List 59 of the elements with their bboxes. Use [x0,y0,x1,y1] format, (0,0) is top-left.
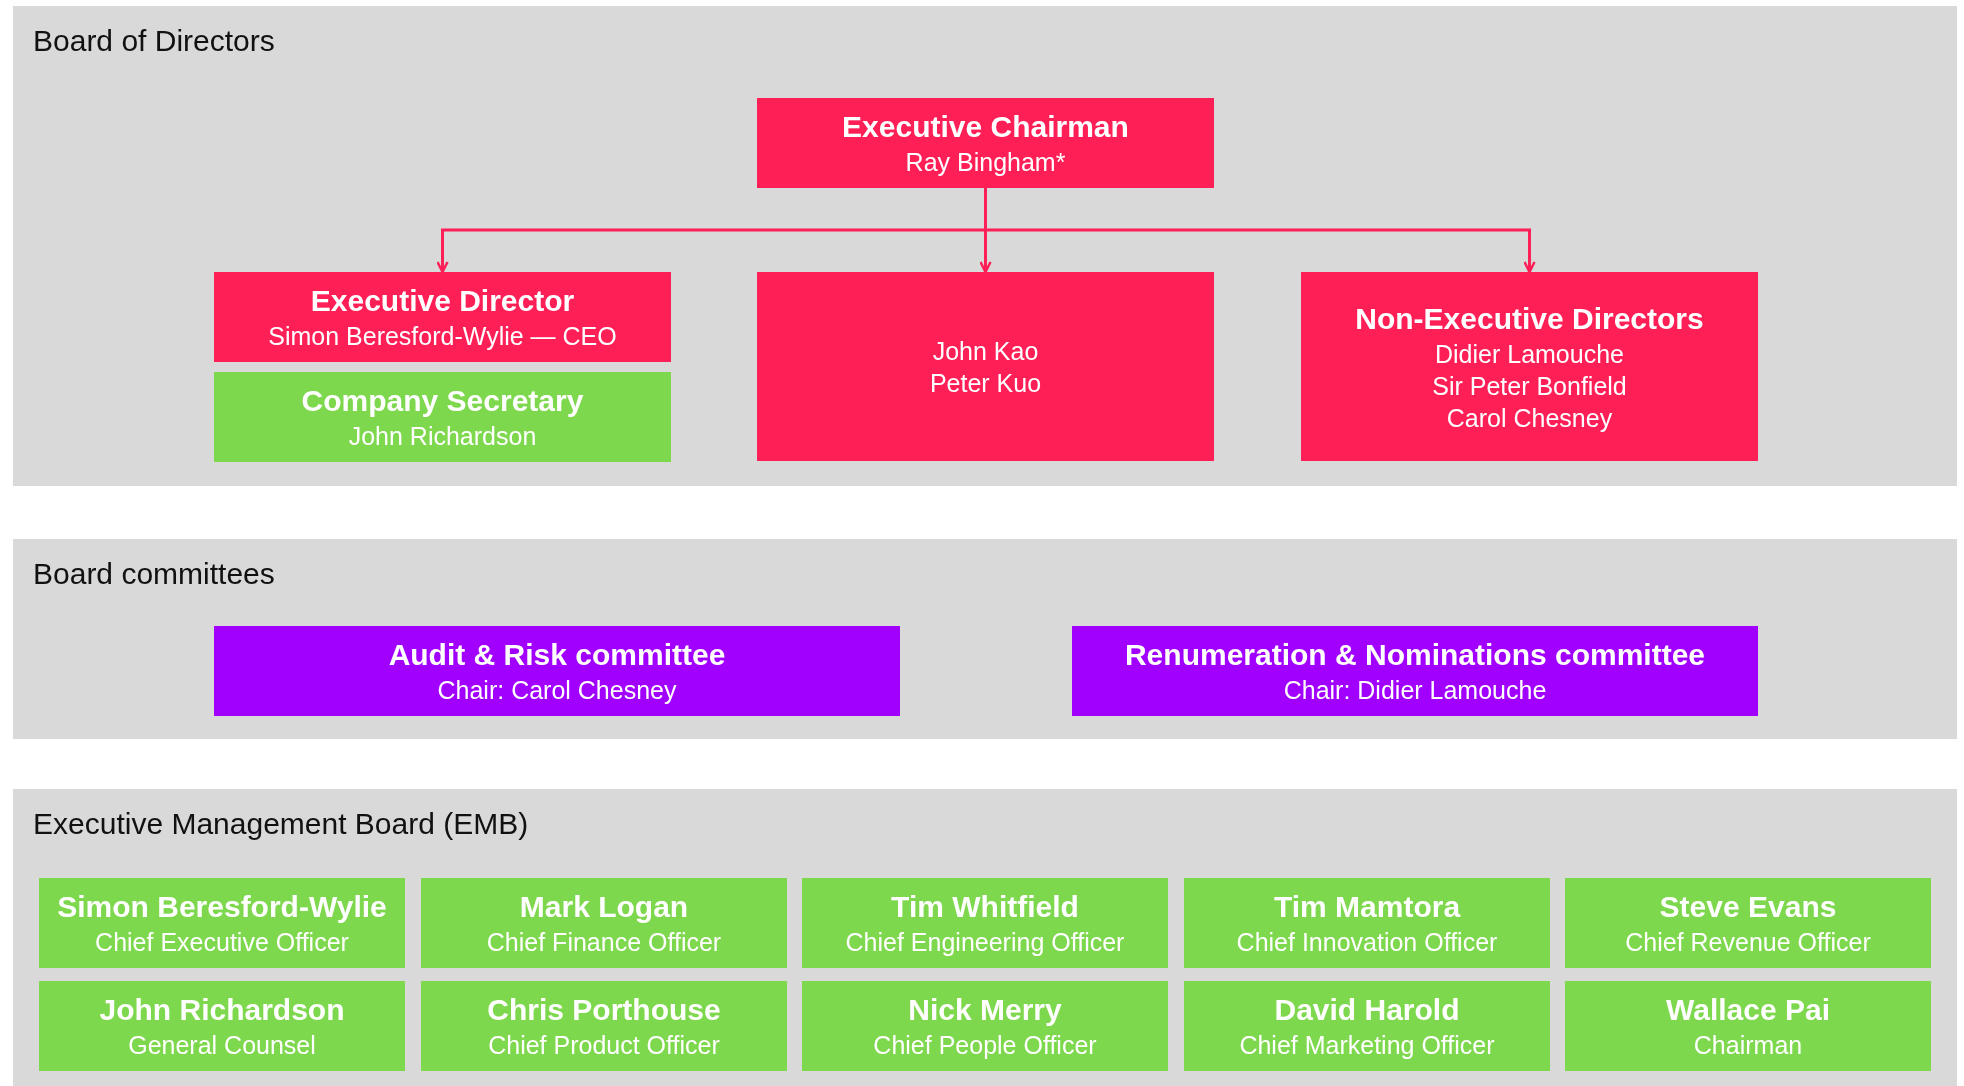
section-panel [13,6,1957,486]
role-title: Non-Executive Directors [1355,300,1704,337]
role-title: Steve Evans [1659,889,1837,925]
role-box [1184,981,1550,1071]
person-name: Chief Innovation Officer [1236,927,1498,958]
person-name: Chairman [1693,1030,1803,1061]
person-name: Chief Revenue Officer [1625,927,1871,958]
role-title: Wallace Pai [1666,992,1830,1028]
person-name: John Kao [932,335,1039,367]
person-name: Peter Kuo [929,367,1042,399]
section-title: Executive Management Board (EMB) [33,807,529,841]
role-box [1301,272,1758,461]
role-title: John Richardson [99,992,345,1028]
role-title: Executive Director [310,283,575,319]
person-name: Simon Beresford-Wylie — CEO [268,321,617,352]
person-name: Chair: Carol Chesney [437,675,677,706]
role-box [757,98,1214,188]
role-box [802,878,1168,968]
role-box [39,878,405,968]
role-title: Tim Whitfield [891,889,1079,925]
role-box [214,272,671,362]
person-name: Chief Executive Officer [95,927,349,958]
person-name: John Richardson [348,421,537,452]
role-box [757,272,1214,461]
role-title: Mark Logan [519,889,689,925]
role-title: David Harold [1274,992,1460,1028]
person-name: Ray Bingham* [905,147,1066,178]
role-title: Chris Porthouse [487,992,721,1028]
person-name: Didier Lamouche [1435,338,1624,370]
role-box [421,981,787,1071]
role-title: Simon Beresford-Wylie [57,889,387,925]
person-name: Chief Product Officer [488,1030,720,1061]
person-name: Chief Marketing Officer [1239,1030,1495,1061]
section-panel [13,789,1957,1086]
person-name: Carol Chesney [1446,402,1613,434]
role-box [1565,878,1931,968]
role-title: Renumeration & Nominations committee [1124,637,1706,673]
role-box [802,981,1168,1071]
role-box [214,372,671,462]
role-box [1565,981,1931,1071]
person-name: Chief People Officer [873,1030,1097,1061]
role-title: Executive Chairman [842,109,1129,145]
role-title: Nick Merry [908,992,1062,1028]
role-box [1072,626,1758,716]
role-title: Tim Mamtora [1273,889,1461,925]
person-name: Chief Engineering Officer [845,927,1125,958]
person-name: General Counsel [128,1030,316,1061]
section-title: Board committees [33,557,275,591]
role-box [421,878,787,968]
person-name: Chief Finance Officer [486,927,722,958]
person-name: Sir Peter Bonfield [1432,370,1627,402]
person-name: Chair: Didier Lamouche [1283,675,1547,706]
role-title: Company Secretary [301,383,584,419]
section-panel [13,539,1957,739]
section-title: Board of Directors [33,24,275,58]
role-box [39,981,405,1071]
role-box [1184,878,1550,968]
role-box [214,626,900,716]
role-title: Audit & Risk committee [388,637,726,673]
